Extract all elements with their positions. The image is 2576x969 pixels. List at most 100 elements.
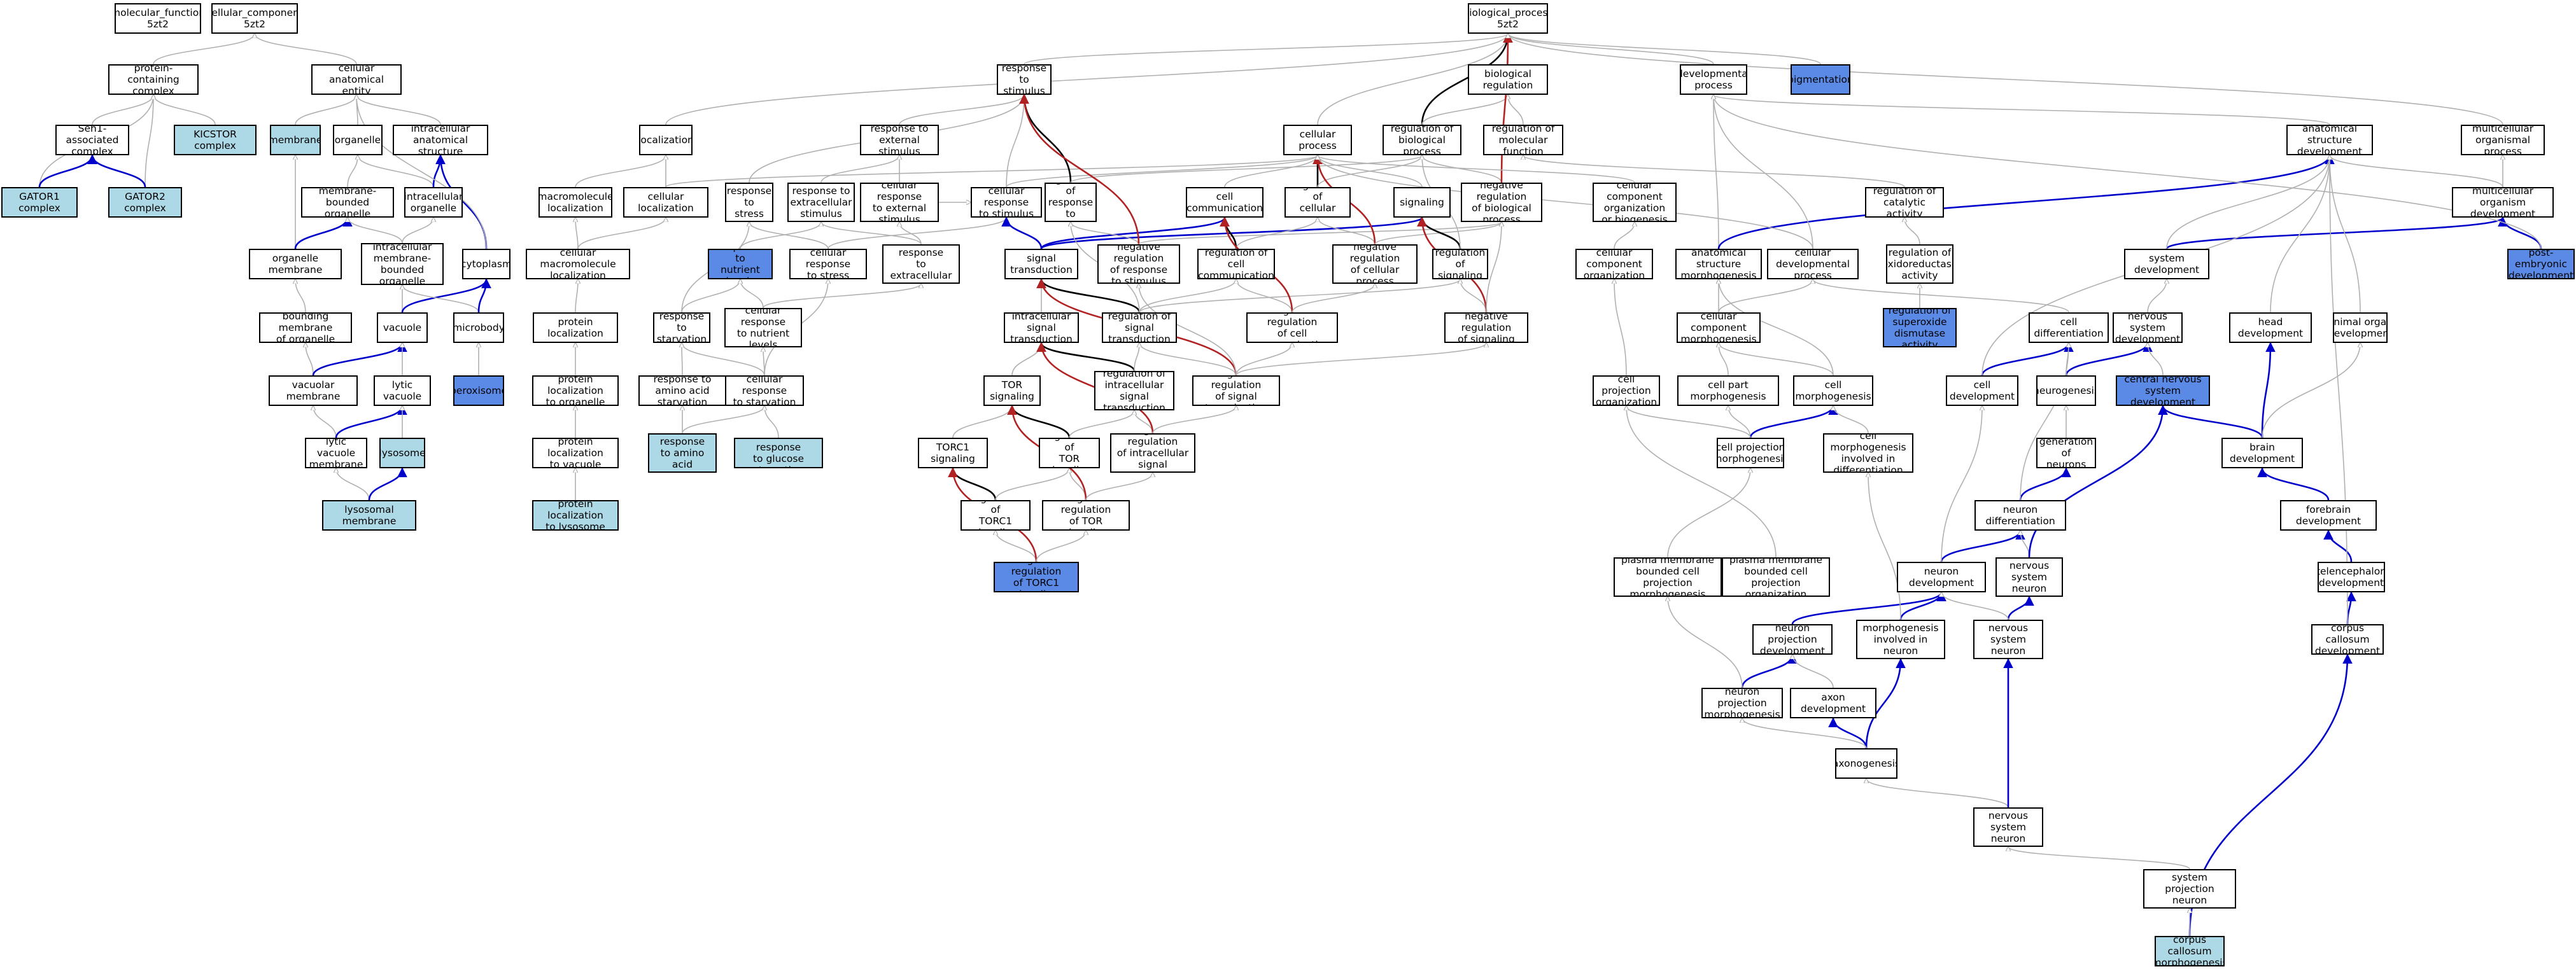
go-term-node-celldev[interactable]: cell development: [1946, 375, 2018, 406]
go-term-node-npd[interactable]: neuron projection development: [1752, 624, 1833, 655]
go-term-node-cellcomm[interactable]: cell communication: [1186, 187, 1263, 218]
go-term-node-telen[interactable]: telencephalon development: [2318, 562, 2385, 592]
go-term-node-rost[interactable]: regulation of signal transduction: [1102, 312, 1177, 343]
go-term-node-cae[interactable]: cellular anatomical entity: [311, 64, 402, 95]
go-term-node-vacuole[interactable]: vacuole: [377, 312, 428, 343]
go-term-node-celldiff[interactable]: cell differentiation: [2029, 312, 2109, 343]
go-term-node-imbo[interactable]: intracellular membrane-bounded organelle: [361, 243, 444, 285]
go-term-node-sig[interactable]: signaling: [1393, 187, 1451, 218]
go-term-node-neurodiff[interactable]: neuron differentiation: [1974, 500, 2066, 531]
go-term-node-cpmorph[interactable]: cell projection morphogenesis: [1717, 438, 1784, 468]
go-term-node-sysdev[interactable]: system development: [2124, 249, 2209, 279]
go-term-node-perox[interactable]: peroxisome: [453, 375, 504, 406]
go-term-node-crtes[interactable]: cellular response to external stimulus: [860, 183, 939, 222]
go-term-node-ccm[interactable]: cellular component morphogenesis: [1677, 312, 1761, 343]
go-term-node-microbody[interactable]: microbody: [453, 312, 504, 343]
go-term-node-gator2[interactable]: GATOR2 complex: [108, 187, 182, 218]
go-term-node-rtaas[interactable]: response to amino acid starvation: [638, 375, 726, 406]
go-term-node-pl[interactable]: protein localization: [533, 312, 618, 343]
go-term-node-rotorc1[interactable]: regulation of TORC1 signaling: [961, 500, 1031, 531]
go-term-node-cpo[interactable]: cell projection organization: [1593, 375, 1660, 406]
go-term-node-mod[interactable]: multicellular organism development: [2452, 187, 2554, 218]
go-term-node-gator1[interactable]: GATOR1 complex: [1, 187, 78, 218]
go-term-node-cco[interactable]: cellular component organization: [1575, 249, 1653, 279]
go-term-node-lv[interactable]: lytic vacuole: [374, 375, 431, 406]
go-term-node-headdev[interactable]: head development: [2229, 312, 2312, 343]
go-term-node-io[interactable]: intracellular organelle: [404, 187, 463, 218]
go-term-node-axog[interactable]: axonogenesis: [1835, 748, 1897, 779]
go-term-node-forebrain[interactable]: forebrain development: [2280, 500, 2377, 531]
go-term-node-torc1[interactable]: TORC1 signaling: [918, 438, 988, 468]
go-term-node-kicstor[interactable]: KICSTOR complex: [174, 125, 257, 155]
go-term-node-breg[interactable]: biological regulation: [1468, 64, 1548, 95]
go-term-node-pmbcpo[interactable]: plasma membrane bounded cell projection …: [1722, 557, 1830, 597]
go-term-node-plo[interactable]: protein localization to organelle: [532, 375, 619, 406]
go-term-node-organelle[interactable]: organelle: [333, 125, 383, 155]
go-term-node-cml[interactable]: cellular macromolecule localization: [526, 249, 630, 279]
go-term-node-nrrts[interactable]: negative regulation of response to stimu…: [1097, 244, 1180, 284]
go-term-node-aod[interactable]: animal organ development: [2333, 312, 2388, 343]
go-term-node-rooa[interactable]: regulation of oxidoreductase activity: [1886, 244, 1953, 284]
go-term-node-cnspna[interactable]: central nervous system projection neuron…: [2143, 869, 2236, 909]
go-term-node-seh1[interactable]: Seh1-associated complex: [55, 125, 129, 155]
go-term-node-asd[interactable]: anatomical structure development: [2286, 125, 2373, 155]
go-term-node-mop[interactable]: multicellular organismal process: [2461, 125, 2545, 155]
go-term-node-mml[interactable]: macromolecule localization: [538, 187, 612, 218]
go-term-node-nrocc[interactable]: negative regulation of cell communicatio…: [1246, 312, 1338, 343]
go-term-node-rocc[interactable]: regulation of cell communication: [1197, 249, 1275, 279]
go-term-node-lyso[interactable]: lysosome: [379, 438, 425, 468]
go-term-node-cp[interactable]: cellular process: [1283, 125, 1352, 155]
go-term-node-cpm[interactable]: cell part morphogenesis: [1677, 375, 1779, 406]
go-term-node-lvm[interactable]: lytic vacuole membrane: [305, 438, 367, 468]
go-term-node-ccm2[interactable]: corpus callosum morphogenesis: [2155, 936, 2225, 966]
go-term-node-crstress[interactable]: cellular response to stress: [789, 249, 867, 279]
go-term-node-cdp[interactable]: cellular developmental process: [1767, 249, 1859, 279]
go-term-node-mf[interactable]: molecular_function 5zt2: [115, 3, 201, 34]
go-term-node-asm[interactable]: anatomical structure morphogenesis: [1675, 249, 1762, 279]
go-term-node-rtnl[interactable]: response to nutrient levels: [708, 249, 773, 279]
go-term-node-lysom[interactable]: lysosomal membrane: [322, 500, 416, 531]
go-term-node-cnsnd[interactable]: central nervous system neuron differenti…: [1995, 557, 2063, 597]
go-term-node-loc[interactable]: localization: [639, 125, 693, 155]
go-term-node-st[interactable]: signal transduction: [1004, 249, 1078, 279]
go-term-node-npm[interactable]: neuron projection morphogenesis: [1701, 688, 1783, 718]
go-term-node-ccob[interactable]: cellular component organization or bioge…: [1593, 183, 1677, 222]
go-term-node-pmbcpm[interactable]: plasma membrane bounded cell projection …: [1614, 557, 1722, 597]
go-term-node-cmind[interactable]: cell morphogenesis involved in neuron di…: [1856, 620, 1945, 659]
go-term-node-roca[interactable]: regulation of catalytic activity: [1865, 187, 1944, 218]
go-term-node-ped[interactable]: post-embryonic development: [2507, 249, 2575, 279]
go-term-node-neurodev[interactable]: neuron development: [1897, 562, 1986, 592]
go-term-node-nros[interactable]: negative regulation of signaling: [1444, 312, 1528, 343]
go-term-node-axdev[interactable]: axon development: [1790, 688, 1876, 718]
go-term-node-devp[interactable]: developmental process: [1680, 64, 1747, 95]
go-term-node-rorts[interactable]: regulation of response to stimulus: [1045, 183, 1097, 222]
go-term-node-nrotorc1[interactable]: negative regulation of TORC1 signaling: [994, 562, 1079, 592]
go-term-node-crts[interactable]: cellular response to stimulus: [971, 187, 1042, 218]
go-term-node-bmo[interactable]: bounding membrane of organelle: [259, 312, 352, 343]
go-term-node-membrane[interactable]: membrane: [270, 125, 321, 155]
go-term-node-rosda[interactable]: regulation of superoxide dismutase activ…: [1883, 308, 1957, 347]
go-term-node-pcc[interactable]: protein-containing complex: [108, 64, 199, 95]
go-term-node-cyto[interactable]: cytoplasm: [462, 249, 510, 279]
go-term-node-pigm[interactable]: pigmentation: [1791, 64, 1850, 95]
go-term-node-cnsndev[interactable]: central nervous system neuron developmen…: [1973, 620, 2043, 659]
go-term-node-mbo[interactable]: membrane-bounded organelle: [301, 187, 394, 218]
go-term-node-nrotor[interactable]: negative regulation of TOR signaling: [1042, 500, 1130, 531]
go-term-node-neurog[interactable]: neurogenesis: [2036, 375, 2096, 406]
go-term-node-robp[interactable]: regulation of biological process: [1383, 125, 1461, 155]
go-term-node-ias[interactable]: intracellular anatomical structure: [393, 125, 488, 155]
go-term-node-craas[interactable]: cellular response to amino acid starvati…: [648, 433, 717, 473]
go-term-node-nsd[interactable]: nervous system development: [2113, 312, 2183, 343]
go-term-node-rts[interactable]: response to stimulus: [997, 64, 1052, 95]
go-term-node-crstarv[interactable]: cellular response to starvation: [725, 375, 804, 406]
go-term-node-crnl[interactable]: cellular response to nutrient levels: [724, 308, 802, 347]
go-term-node-plv[interactable]: protein localization to vacuole: [532, 438, 619, 468]
go-term-node-rtstress[interactable]: response to stress: [725, 183, 773, 222]
go-term-node-cm[interactable]: cell morphogenesis: [1793, 375, 1873, 406]
go-term-node-tor[interactable]: TOR signaling: [983, 375, 1041, 406]
go-term-node-cmid[interactable]: cell morphogenesis involved in different…: [1823, 433, 1913, 473]
go-term-node-cnsna[interactable]: central nervous system neuron axonogenes…: [1973, 807, 2043, 847]
go-term-node-ist[interactable]: intracellular signal transduction: [1004, 312, 1079, 343]
go-term-node-cl[interactable]: cellular localization: [623, 187, 708, 218]
go-term-node-nrocp[interactable]: negative regulation of cellular process: [1332, 244, 1418, 284]
